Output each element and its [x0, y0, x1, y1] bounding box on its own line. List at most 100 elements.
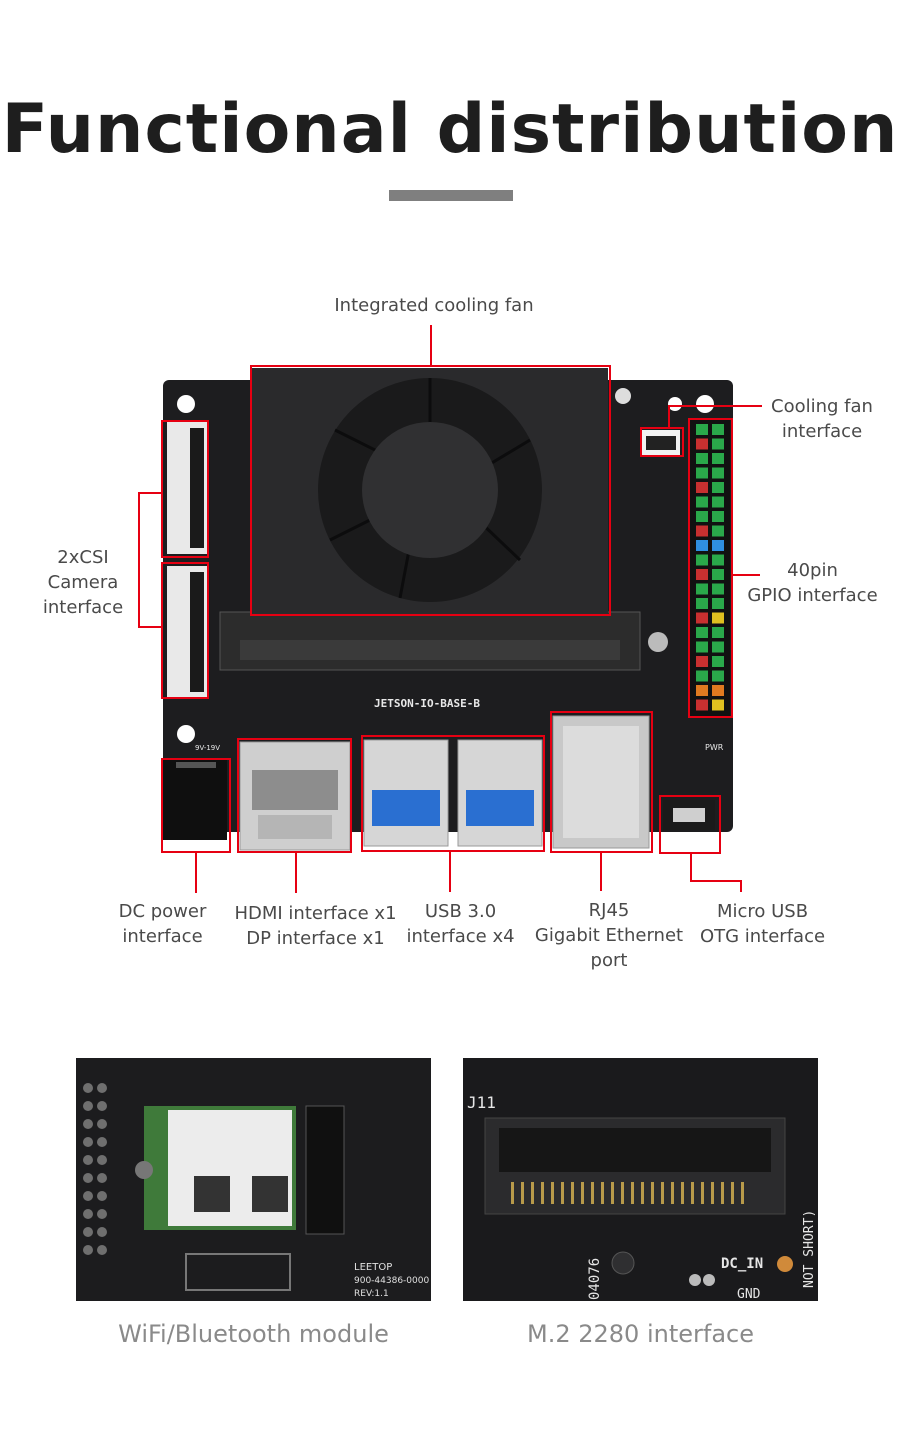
- gpio-pin: [712, 453, 724, 464]
- gpio-pin: [712, 641, 724, 653]
- svg-text:900-44386-0000: 900-44386-0000: [354, 1276, 429, 1286]
- board-diagram: JETSON-IO-BASE-B PWR 9V-19V: [163, 368, 733, 851]
- m2-interface-photo: J11 DC_IN GND 04076 NOT SHORT): [463, 1058, 818, 1301]
- usb-leader: [449, 852, 451, 892]
- gpio-pin: [712, 496, 724, 508]
- gpio-pin: [696, 525, 708, 537]
- micro-usb-leader-v2: [740, 880, 742, 892]
- usb-highlight: [361, 735, 545, 852]
- gpio-highlight: [688, 418, 733, 718]
- title-underline: [389, 190, 513, 201]
- board-silkscreen: JETSON-IO-BASE-B: [374, 697, 480, 710]
- gpio-pin: [696, 685, 708, 696]
- label-hdmi: HDMI interface x1 DP interface x1: [234, 903, 397, 949]
- gpio-pin: [696, 424, 708, 435]
- gpio-pin: [696, 511, 708, 522]
- label-fan-interface: Cooling fan interface: [771, 396, 873, 442]
- hdmi-leader: [295, 853, 297, 893]
- gpio-pin: [696, 467, 708, 479]
- csi-leader-v: [138, 492, 140, 627]
- label-gpio: 40pin GPIO interface: [747, 560, 878, 606]
- label-rj45: RJ45 Gigabit Ethernet port: [534, 900, 684, 971]
- wifi-module-photo: LEETOP 900-44386-0000 REV:1.1: [76, 1058, 431, 1301]
- gpio-pin: [712, 467, 724, 479]
- dc-highlight: [161, 758, 231, 853]
- gpio-pin: [712, 670, 724, 682]
- gpio-pin: [712, 525, 724, 537]
- label-csi: 2xCSI Camera interface: [42, 547, 124, 618]
- gpio-pin: [712, 424, 724, 435]
- gpio-pin: [696, 612, 708, 624]
- svg-text:J11: J11: [467, 1093, 496, 1112]
- gpio-pin: [696, 656, 708, 667]
- micro-usb-leader-v: [690, 854, 692, 881]
- svg-text:NOT SHORT): NOT SHORT): [802, 1210, 817, 1288]
- gpio-pin: [712, 554, 724, 566]
- fan-interface-leader-h: [668, 405, 762, 407]
- mount-hole: [177, 725, 195, 743]
- mount-hole: [177, 395, 195, 413]
- svg-text:GND: GND: [737, 1287, 761, 1301]
- rj45-leader: [600, 853, 602, 891]
- fan-connector-highlight: [640, 427, 684, 457]
- svg-text:REV:1.1: REV:1.1: [354, 1289, 389, 1299]
- svg-text:LEETOP: LEETOP: [354, 1262, 392, 1273]
- mount-hole: [696, 395, 714, 413]
- mount-hole: [668, 397, 682, 411]
- gpio-pin: [696, 438, 708, 450]
- dc-silkscreen: 9V-19V: [195, 744, 220, 752]
- gpio-pin: [696, 569, 708, 580]
- gpio-pin: [696, 540, 708, 551]
- gpio-pin: [712, 540, 724, 551]
- gpio-pin: [696, 583, 708, 595]
- gpio-pin: [696, 627, 708, 638]
- fan-leader: [430, 325, 432, 367]
- gpio-pin: [696, 699, 708, 711]
- gpio-pin: [712, 583, 724, 595]
- fan-hub: [362, 422, 498, 558]
- gpio-pin: [712, 569, 724, 580]
- dc-jack: [163, 760, 227, 840]
- micro-usb-highlight: [659, 795, 721, 854]
- gpio-pin: [712, 511, 724, 522]
- fan-interface-leader-v: [668, 405, 670, 429]
- gpio-pin: [712, 699, 724, 711]
- gpio-pin: [712, 627, 724, 638]
- gpio-pin: [712, 598, 724, 609]
- label-dc: DC power interface: [118, 901, 207, 947]
- gpio-pin: [712, 482, 724, 493]
- svg-text:04076: 04076: [587, 1258, 603, 1300]
- gpio-pin: [712, 656, 724, 667]
- csi-highlight-top: [161, 420, 209, 558]
- label-micro-usb: Micro USB OTG interface: [699, 901, 826, 947]
- csi-leader-top: [138, 492, 161, 494]
- csi-leader-bottom: [138, 626, 161, 628]
- pwr-silkscreen: PWR: [705, 743, 724, 752]
- gpio-pin: [696, 482, 708, 493]
- gpio-pin: [696, 496, 708, 508]
- gpio-pin: [712, 612, 724, 624]
- wifi-caption: WiFi/Bluetooth module: [118, 1320, 389, 1348]
- dc-leader: [195, 853, 197, 893]
- m2-key-slot: [305, 1105, 345, 1235]
- gpio-pin: [696, 598, 708, 609]
- mount-hole: [648, 632, 668, 652]
- csi-highlight-bottom: [161, 562, 209, 699]
- label-fan: Integrated cooling fan: [334, 295, 534, 316]
- rj45-highlight: [550, 711, 653, 853]
- fan-highlight: [250, 365, 611, 616]
- hdmi-highlight: [237, 738, 352, 853]
- gpio-pin: [712, 438, 724, 450]
- gpio-pin: [696, 554, 708, 566]
- svg-text:DC_IN: DC_IN: [721, 1256, 763, 1272]
- micro-usb-leader-h: [690, 880, 742, 882]
- gpio-pin: [696, 453, 708, 464]
- label-usb: USB 3.0 interface x4: [406, 901, 515, 947]
- gpio-pin: [712, 685, 724, 696]
- page-title: Functional distribution: [1, 90, 899, 169]
- m2-caption: M.2 2280 interface: [527, 1320, 754, 1348]
- gpio-pin: [696, 641, 708, 653]
- gpio-leader: [733, 574, 760, 576]
- gpio-pin: [696, 670, 708, 682]
- mount-hole: [615, 388, 631, 404]
